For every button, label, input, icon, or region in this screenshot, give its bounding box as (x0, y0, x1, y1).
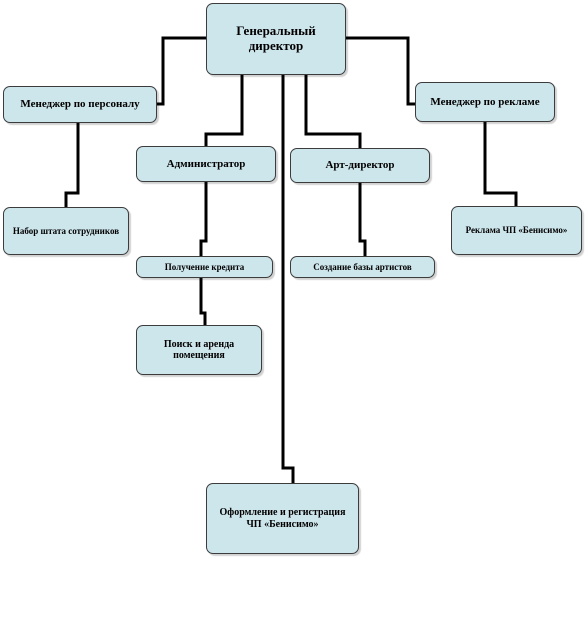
hr-manager-box: Менеджер по персоналу (3, 86, 157, 123)
connector-ceo-ad (346, 36, 415, 106)
art-director-box: Арт-директор (290, 148, 430, 183)
connector-adm-loan (199, 182, 208, 256)
loan-box: Получение кредита (136, 256, 273, 278)
connector-ceo-art (304, 75, 362, 148)
connector-art-base (358, 183, 367, 256)
connector-ad-ads (483, 122, 518, 206)
connector-loan-office (199, 278, 207, 325)
connector-ceo-hr (157, 36, 206, 106)
ad-manager-box: Менеджер по рекламе (415, 82, 555, 122)
administrator-box: Администратор (136, 146, 276, 182)
connector-hr-staff (64, 123, 80, 207)
office-search-box: Поиск и аренда помещения (136, 325, 262, 375)
advertising-box: Реклама ЧП «Бенисимо» (451, 206, 582, 255)
artist-database-box: Создание базы артистов (290, 256, 435, 278)
ceo-box: Генеральный директор (206, 3, 346, 75)
registration-box: Оформление и регистрация ЧП «Бенисимо» (206, 483, 359, 554)
connector-ceo-reg (281, 75, 295, 483)
staff-recruitment-box: Набор штата сотрудников (3, 207, 129, 255)
connector-ceo-adm (204, 75, 244, 146)
